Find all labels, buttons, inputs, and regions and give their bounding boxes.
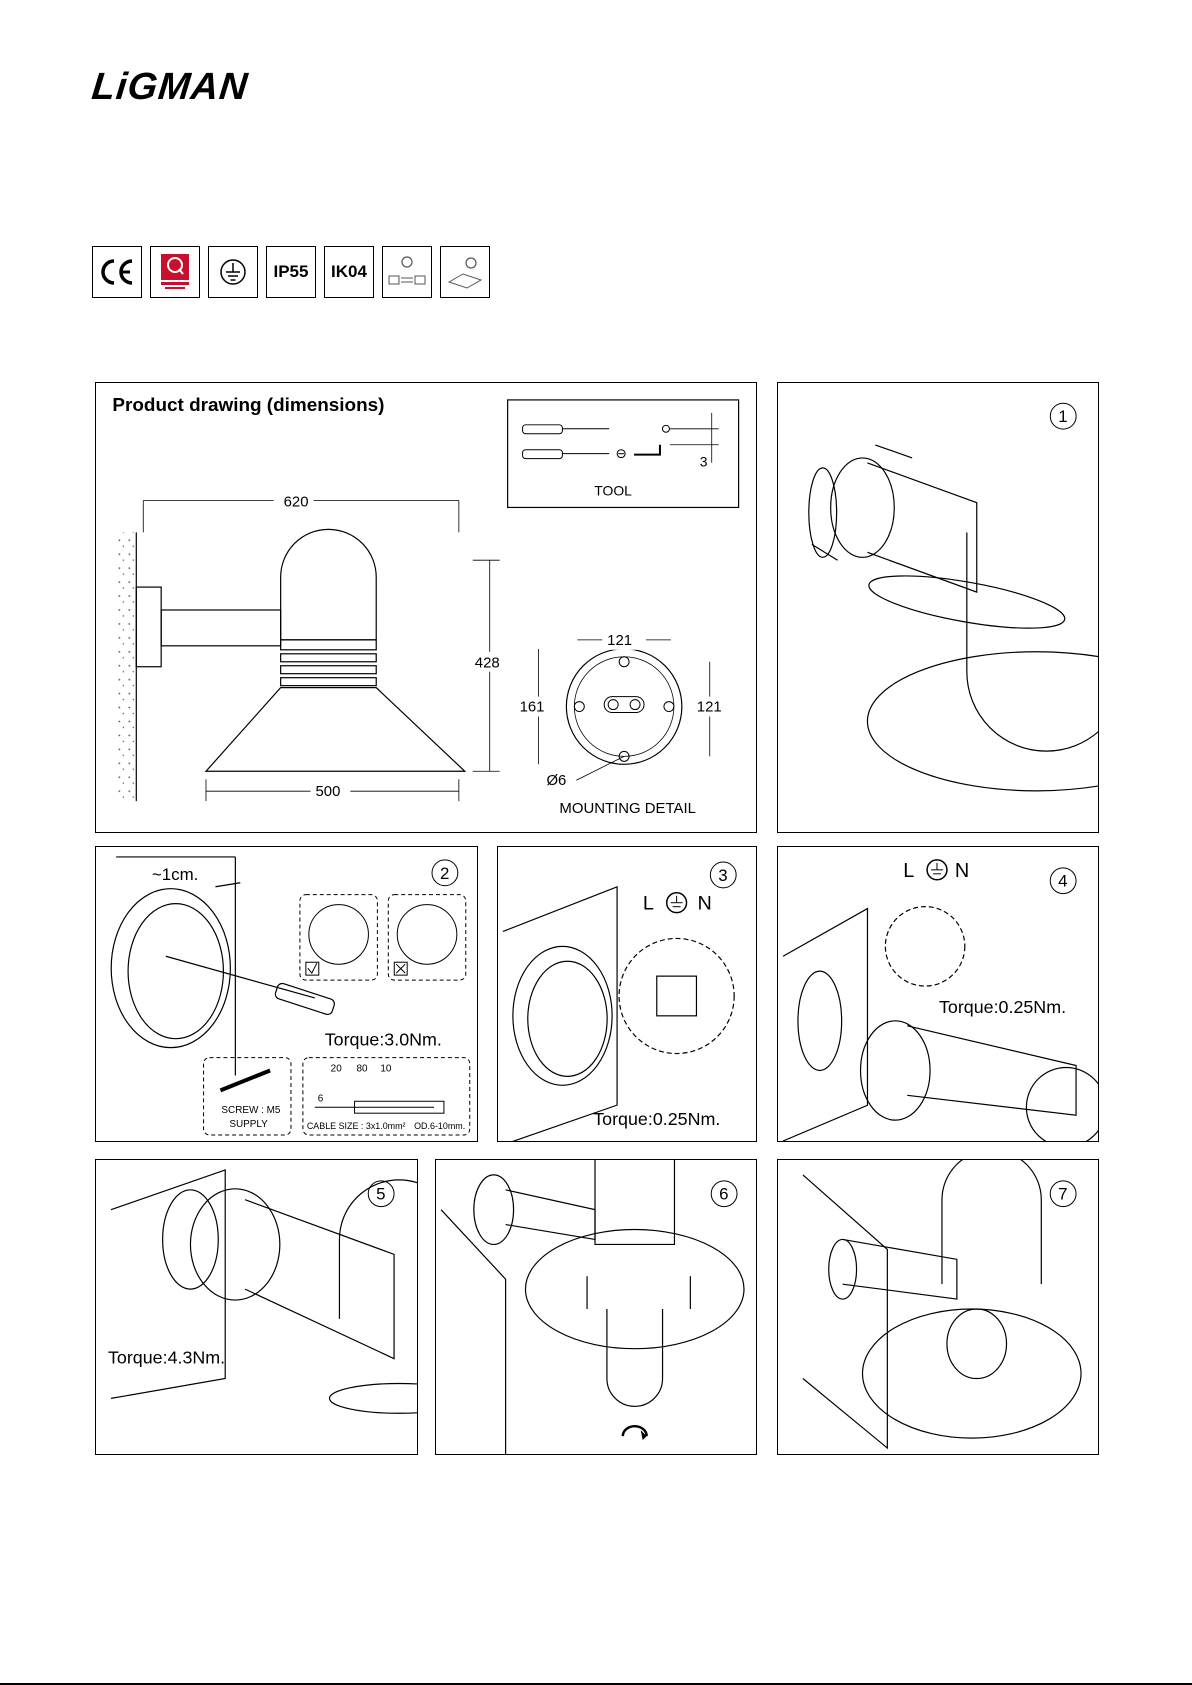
step-number-5: 5: [368, 1181, 394, 1207]
brand-logo: LiGMAN: [92, 66, 307, 106]
installation-distance-icon: [440, 246, 490, 298]
svg-text:6: 6: [719, 1185, 728, 1204]
brand-logo-text: LiGMAN: [90, 66, 250, 109]
screwdriver-phillips-icon: [523, 425, 610, 434]
product-drawing-title: Product drawing (dimensions): [112, 395, 384, 416]
rotate-arrow-icon: [623, 1426, 647, 1440]
step-number-6: 6: [711, 1181, 737, 1207]
step-6-panel: 6: [435, 1159, 757, 1455]
svg-text:161: 161: [520, 699, 545, 716]
svg-text:L: L: [903, 860, 914, 882]
torque-label-step-5: Torque:4.3Nm.: [108, 1348, 225, 1368]
gap-label: ~1cm.: [152, 865, 198, 884]
screw-supply-box: SCREW : M5 SUPPLY: [204, 1058, 291, 1135]
svg-text:428: 428: [475, 655, 500, 672]
wiring-labels-step-3: L N: [643, 893, 712, 915]
ik04-badge: IK04: [324, 246, 374, 298]
svg-text:6: 6: [318, 1093, 324, 1104]
step-7-panel: 7: [777, 1159, 1099, 1455]
svg-text:620: 620: [284, 493, 309, 510]
svg-text:N: N: [697, 893, 711, 915]
fixing-illustration: [111, 1170, 417, 1454]
quality-certificate-icon: [150, 246, 200, 298]
tool-box: 3 TOOL: [508, 400, 739, 508]
mounting-surface-icon: [382, 246, 432, 298]
svg-text:OD.6-10mm.: OD.6-10mm.: [414, 1121, 465, 1131]
svg-text:L: L: [643, 893, 654, 915]
svg-text:4: 4: [1058, 872, 1067, 891]
ce-mark-icon: [92, 246, 142, 298]
shade-diffuser-illustration: [441, 1160, 744, 1454]
incorrect-example-icon: [388, 895, 465, 980]
step-number-2: 2: [432, 860, 458, 886]
step-3-panel: 3 L N Torque:0.25Nm.: [497, 846, 757, 1142]
screwdriver-flat-icon: [523, 450, 626, 459]
torque-label-step-4: Torque:0.25Nm.: [939, 997, 1066, 1017]
svg-text:3: 3: [718, 866, 727, 885]
step-4-panel: 4 L N Torque:0.25Nm.: [777, 846, 1099, 1142]
step-2-panel: 2 ~1cm. Torque:3.0Nm. SCREW : M5: [95, 846, 478, 1142]
svg-text:121: 121: [697, 699, 722, 716]
svg-text:121: 121: [607, 632, 632, 649]
svg-text:2: 2: [440, 864, 449, 883]
installed-lamp-illustration: [803, 1160, 1081, 1448]
dimension-shade-width: 500: [206, 779, 459, 801]
correct-example-icon: [300, 895, 377, 980]
svg-text:N: N: [955, 860, 969, 882]
svg-text:SCREW : M5: SCREW : M5: [221, 1105, 280, 1116]
svg-text:80: 80: [357, 1063, 369, 1074]
earth-ground-icon: [927, 860, 947, 880]
connection-illustration: [783, 907, 1098, 1141]
dimension-width: 620: [143, 491, 459, 533]
svg-text:SUPPLY: SUPPLY: [229, 1119, 268, 1130]
tool-label: TOOL: [594, 482, 632, 498]
torque-label-step-3: Torque:0.25Nm.: [593, 1109, 720, 1129]
terminal-block-illustration: [503, 887, 734, 1141]
mounting-detail: 121 161 121 Ø6 MOUNTING DETAIL: [518, 630, 732, 817]
step-1-panel: 1: [777, 382, 1099, 833]
svg-text:1: 1: [1058, 407, 1067, 426]
wiring-labels-step-4: L N: [903, 860, 969, 882]
svg-text:500: 500: [315, 783, 340, 800]
cable-spec-box: 20 80 10 6 CABLE SIZE : 3x1.0mm² OD.6-10…: [303, 1058, 470, 1135]
product-drawing-panel: Product drawing (dimensions) 3: [95, 382, 757, 833]
dimension-height: 428: [473, 560, 511, 771]
step-number-3: 3: [710, 862, 736, 888]
step-5-panel: 5 Torque:4.3Nm.: [95, 1159, 418, 1455]
wall-section: [116, 532, 136, 801]
svg-text:10: 10: [380, 1063, 392, 1074]
svg-text:CABLE SIZE : 3x1.0mm²: CABLE SIZE : 3x1.0mm²: [307, 1121, 406, 1131]
step-number-1: 1: [1050, 403, 1076, 429]
svg-text:Ø6: Ø6: [546, 772, 566, 789]
torque-label-step-2: Torque:3.0Nm.: [325, 1030, 442, 1050]
wall-plate-illustration: [111, 857, 335, 1076]
svg-text:5: 5: [376, 1185, 385, 1204]
svg-text:7: 7: [1058, 1185, 1067, 1204]
lamp-mounting-illustration: [809, 445, 1098, 791]
earth-ground-icon: [667, 893, 687, 913]
ip55-badge: IP55: [266, 246, 316, 298]
tool-dimension: 3: [700, 454, 708, 470]
lamp-side-view: [136, 529, 465, 771]
step-number-7: 7: [1050, 1181, 1076, 1207]
certification-icons: IP55 IK04: [92, 246, 490, 302]
svg-text:20: 20: [331, 1063, 343, 1074]
mounting-detail-label: MOUNTING DETAIL: [559, 800, 696, 817]
earth-ground-icon: [208, 246, 258, 298]
step-number-4: 4: [1050, 868, 1076, 894]
